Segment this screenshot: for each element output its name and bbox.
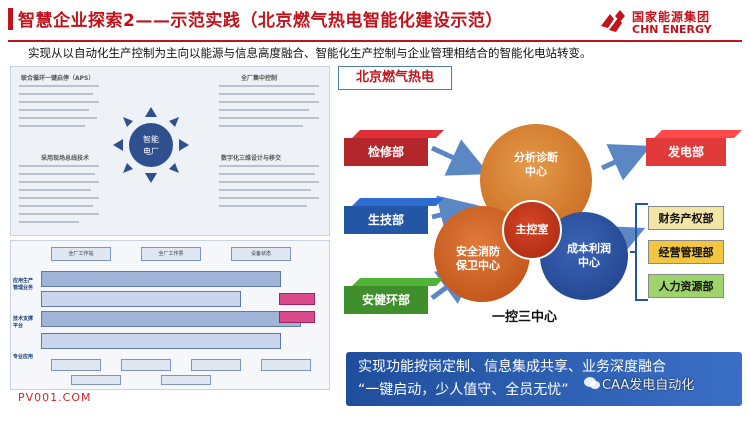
smart-plant-diagram: 智能 电厂 <box>113 107 189 183</box>
dept-business-mgmt-label: 经营管理部 <box>658 246 714 259</box>
title-accent <box>8 8 13 30</box>
dept-human-resources: 人力资源部 <box>648 274 724 298</box>
dept-power-generation: 发电部 <box>646 138 726 166</box>
logo-text-cn: 国家能源集团 <box>632 10 711 24</box>
arch-box-8 <box>71 375 121 385</box>
watermark-right: CAA发电自动化 <box>602 378 695 393</box>
arch-side-label-1: 应用生产管理业务 <box>13 278 34 291</box>
header-bar: 智慧企业探索2——示范实践（北京燃气热电智能化建设示范） 国家能源集团 CHN … <box>0 0 750 40</box>
page-title: 智慧企业探索2——示范实践（北京燃气热电智能化建设示范） <box>18 11 503 31</box>
smart-label-top: 智能 <box>143 134 159 144</box>
arch-highlight-box-1 <box>279 293 315 305</box>
center-analysis-label: 分析诊断 中心 <box>514 151 558 178</box>
arch-side-label-2: 技术支撑平台 <box>13 316 34 329</box>
banner-line-2: “一键启动，少人值守、全员无忧” <box>358 382 569 398</box>
arch-band-2 <box>41 291 241 307</box>
dept-business-mgmt: 经营管理部 <box>648 240 724 264</box>
arch-box-5 <box>121 359 171 371</box>
smart-label-bottom: 电厂 <box>143 146 159 156</box>
arch-band-3 <box>41 311 301 327</box>
wechat-icon <box>584 377 600 389</box>
dept-safety-health-env-label: 安健环部 <box>361 293 410 307</box>
dept-human-resources-label: 人力资源部 <box>658 280 714 293</box>
arch-box-4 <box>51 359 101 371</box>
arch-box-1: 全厂工作站 <box>51 247 111 261</box>
doc-heading-central-control: 全厂集中控制 <box>241 75 278 82</box>
arch-box-3: 设备状态 <box>231 247 291 261</box>
company-logo: 国家能源集团 CHN ENERGY <box>598 6 746 38</box>
arch-side-label-3: 专业应用 <box>13 354 34 360</box>
arch-box-2: 全厂工作票 <box>141 247 201 261</box>
architecture-thumbnail: 全厂工作站 全厂工作票 设备状态 应用生产管理业务 技术支撑平台 专业应用 <box>10 240 330 390</box>
watermark-left: PV001.COM <box>18 391 92 404</box>
document-thumbnail: 联合循环一键启停（APS） 采用现场总线技术 全厂集中控制 数字化三维设计与移交 <box>10 66 330 236</box>
logo-text-en: CHN ENERGY <box>632 23 712 36</box>
arch-highlight-box-2 <box>279 311 315 323</box>
doc-heading-aps: 联合循环一键启停（APS） <box>21 75 95 82</box>
location-label: 北京燃气热电 <box>338 66 452 90</box>
doc-heading-3d-design: 数字化三维设计与移交 <box>221 155 282 162</box>
dept-finance-label: 财务产权部 <box>658 212 714 225</box>
dept-safety-health-env: 安健环部 <box>344 286 428 314</box>
center-main-control-label: 主控室 <box>515 223 549 236</box>
dept-production-tech: 生技部 <box>344 206 428 234</box>
arch-box-6 <box>191 359 241 371</box>
dept-maintenance-label: 检修部 <box>367 145 404 159</box>
arch-box-9 <box>161 375 211 385</box>
summary-banner: 实现功能按岗定制、信息集成共享、业务深度融合 “一键启动，少人值守、全员无忧” <box>346 352 742 406</box>
header-divider <box>8 40 742 42</box>
center-main-control: 主控室 <box>502 200 562 260</box>
doc-heading-fieldbus: 采用现场总线技术 <box>41 155 90 162</box>
finance-bracket <box>630 203 648 301</box>
arch-box-7 <box>261 359 311 371</box>
subtitle: 实现从以自动化生产控制为主向以能源与信息高度融合、智能化生产控制与企业管理相结合… <box>28 46 592 60</box>
diagram-caption: 一控三中心 <box>492 310 558 325</box>
dept-production-tech-label: 生技部 <box>367 213 404 227</box>
dept-maintenance: 检修部 <box>344 138 428 166</box>
center-cost-profit-label: 成本利润 中心 <box>567 242 611 269</box>
dept-power-generation-label: 发电部 <box>667 145 704 159</box>
center-safety-label: 安全消防 保卫中心 <box>456 245 500 272</box>
logo-mark-icon <box>601 10 625 32</box>
dept-finance: 财务产权部 <box>648 206 724 230</box>
banner-line-1: 实现功能按岗定制、信息集成共享、业务深度融合 <box>358 359 666 375</box>
arch-band-1 <box>41 271 281 287</box>
arch-band-4 <box>41 333 281 349</box>
